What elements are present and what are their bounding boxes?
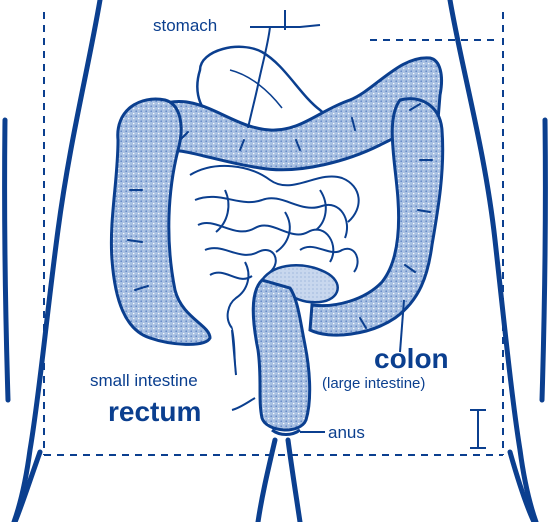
rectum: [253, 280, 309, 430]
rectum-label: rectum: [108, 396, 201, 427]
large-intestine-label: (large intestine): [322, 375, 425, 392]
stomach-label: stomach: [153, 16, 217, 35]
anus-label: anus: [328, 423, 365, 442]
colon-label: colon: [374, 343, 449, 374]
small-intestine-label: small intestine: [90, 371, 198, 390]
